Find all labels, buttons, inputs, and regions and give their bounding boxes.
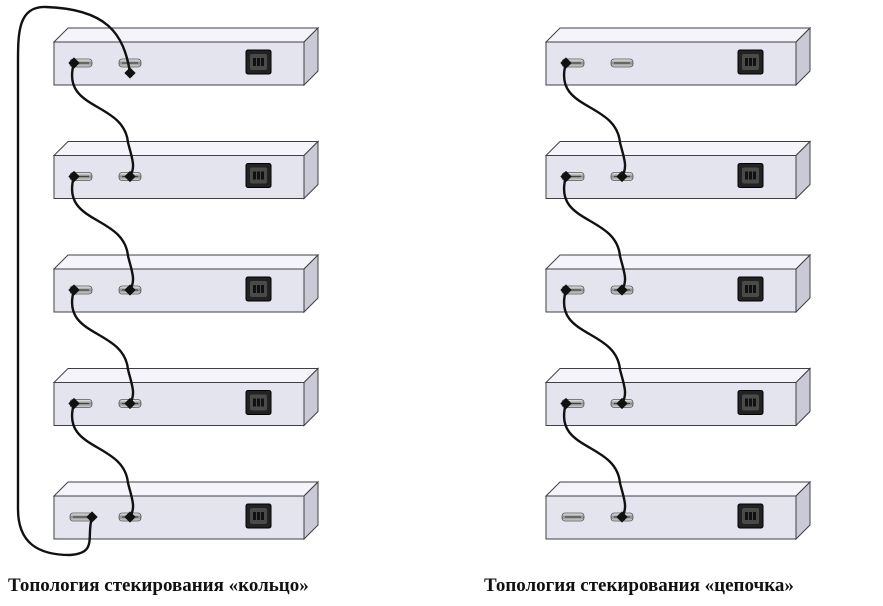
power-socket-pin-center <box>749 512 752 520</box>
switch-top-face <box>52 27 320 43</box>
power-socket-icon <box>245 503 272 529</box>
ring-topology-caption: Топология стекирования «кольцо» <box>8 575 309 596</box>
stack-port-out-icon <box>610 58 634 68</box>
power-socket-pin-center <box>749 285 752 293</box>
cable-connector-icon <box>560 170 572 183</box>
cable-connector-icon <box>616 170 628 183</box>
chain-stack-cable-3 <box>562 288 627 405</box>
power-socket-icon <box>245 276 272 302</box>
cable-connector-icon <box>560 284 572 296</box>
power-socket-icon <box>245 49 272 75</box>
switch-top-face <box>544 27 812 43</box>
ring-wraparound-cable <box>16 5 132 557</box>
power-socket-pin-left <box>745 171 748 180</box>
power-socket-pin-center <box>257 285 260 293</box>
topology-diagram-svg <box>16 5 812 557</box>
ring-stack-cable-3 <box>70 288 135 405</box>
ring-switch-4 <box>52 367 320 427</box>
power-socket-icon <box>737 276 764 302</box>
chain-switch-1 <box>544 26 812 87</box>
cable-connector-icon <box>616 397 628 410</box>
cable-connector-icon <box>616 284 628 296</box>
switch-top-face <box>544 481 812 497</box>
switch-top-face <box>52 141 320 156</box>
power-socket-pin-right <box>261 512 264 520</box>
power-socket-pin-left <box>745 398 748 407</box>
ring-stack-cable-1 <box>70 61 135 178</box>
power-socket-pin-center <box>749 171 752 180</box>
power-socket-pin-center <box>257 171 260 180</box>
cable-connector-icon <box>616 511 628 523</box>
power-socket-icon <box>737 503 764 529</box>
power-socket-pin-center <box>749 398 752 407</box>
cable-connector-icon <box>560 397 572 410</box>
chain-topology-group <box>544 26 812 541</box>
power-socket-pin-right <box>753 285 756 293</box>
chain-switch-2 <box>544 140 812 200</box>
chain-topology-caption: Топология стекирования «цепочка» <box>484 575 794 596</box>
power-socket-icon <box>737 49 764 75</box>
switch-top-face <box>52 254 320 270</box>
ring-switch-5 <box>52 480 320 541</box>
power-socket-icon <box>737 163 764 188</box>
chain-stack-cable-2 <box>562 175 627 292</box>
ring-switch-2 <box>52 140 320 200</box>
power-socket-pin-right <box>753 512 756 520</box>
power-socket-pin-center <box>749 58 752 66</box>
power-socket-icon <box>245 390 272 415</box>
power-socket-pin-left <box>745 285 748 293</box>
ring-stack-cable-2 <box>70 175 135 292</box>
power-socket-pin-left <box>253 512 256 520</box>
chain-stack-cable-1 <box>562 61 627 178</box>
switch-top-face <box>544 254 812 270</box>
chain-switch-3 <box>544 253 812 314</box>
switch-top-face <box>544 368 812 383</box>
power-socket-pin-left <box>253 398 256 407</box>
ring-topology-group <box>16 5 320 557</box>
power-socket-pin-center <box>257 512 260 520</box>
ring-switch-3 <box>52 253 320 314</box>
power-socket-pin-right <box>753 398 756 407</box>
power-socket-pin-left <box>745 512 748 520</box>
power-socket-icon <box>737 390 764 415</box>
power-socket-pin-right <box>261 398 264 407</box>
power-socket-pin-left <box>253 285 256 293</box>
switch-top-face <box>544 141 812 156</box>
power-socket-pin-center <box>257 398 260 407</box>
switch-top-face <box>52 368 320 383</box>
power-socket-pin-right <box>261 58 264 66</box>
chain-switch-4 <box>544 367 812 427</box>
power-socket-pin-right <box>753 171 756 180</box>
stack-port-out-icon <box>118 58 142 68</box>
ring-switch-1 <box>52 26 320 87</box>
stack-port-in-icon <box>561 512 585 522</box>
stack-port-in-icon <box>69 512 93 522</box>
power-socket-pin-left <box>253 171 256 180</box>
ring-stack-cable-4 <box>70 402 135 519</box>
power-socket-pin-left <box>253 58 256 66</box>
chain-stack-cable-4 <box>562 402 627 519</box>
power-socket-pin-center <box>257 58 260 66</box>
power-socket-pin-right <box>261 171 264 180</box>
power-socket-pin-left <box>745 58 748 66</box>
power-socket-pin-right <box>261 285 264 293</box>
chain-switch-5 <box>544 480 812 541</box>
power-socket-icon <box>245 163 272 188</box>
power-socket-pin-right <box>753 58 756 66</box>
switch-top-face <box>52 481 320 497</box>
